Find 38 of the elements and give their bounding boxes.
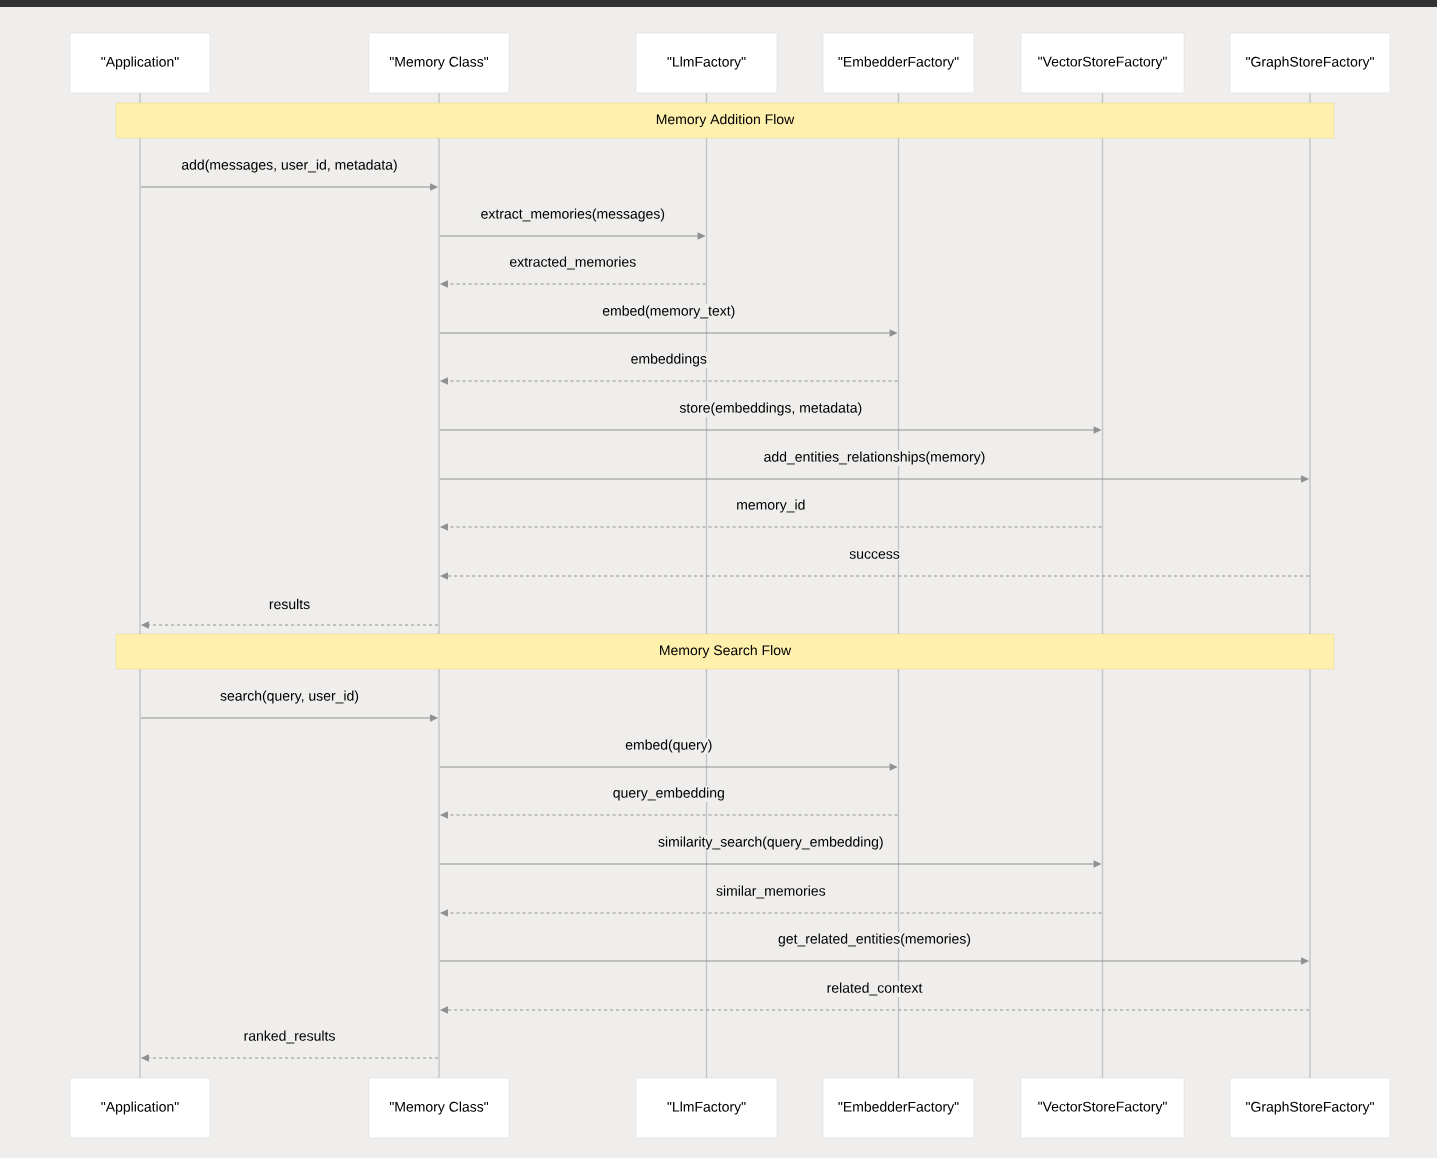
edge-label: results [267,597,312,611]
participant-box: "VectorStoreFactory" [1020,1077,1185,1139]
message-arrow [439,426,1101,434]
message-arrow [439,232,705,240]
message-arrow [439,475,1309,483]
participant-box: "EmbedderFactory" [822,1077,975,1139]
edge-label: extracted_memories [507,255,638,271]
participant-box: "GraphStoreFactory" [1229,32,1391,94]
message-arrow [439,329,897,337]
message-arrow [440,280,707,288]
participant-box: "Application" [69,1077,211,1139]
participant-box: "EmbedderFactory" [822,32,975,94]
edge-label: success [847,549,902,561]
edge-label: related_context [825,981,924,997]
message-arrow [440,909,1103,917]
edge-label: similar_memories [714,884,828,900]
participant-box: "Memory Class" [368,32,510,94]
message-arrow [141,621,439,629]
message-arrow [439,763,897,771]
edge-label: ranked_results [242,1029,337,1045]
participant-box: "GraphStoreFactory" [1229,1077,1391,1139]
note-band: Memory Addition Flow [115,102,1335,139]
participant-box: "LlmFactory" [635,1077,778,1139]
participant-box: "Memory Class" [368,1077,510,1139]
message-arrow [140,183,438,191]
participant-box: "LlmFactory" [635,32,778,94]
participant-box: "Application" [69,32,211,94]
message-arrow [440,377,899,385]
message-arrow [141,1054,439,1062]
participant-box: "VectorStoreFactory" [1020,32,1185,94]
message-arrow [439,860,1101,868]
message-arrow [440,572,1310,580]
message-arrow [440,523,1103,531]
note-band: Memory Search Flow [115,633,1335,670]
message-arrow [440,1006,1310,1014]
message-arrow [440,811,899,819]
message-arrow [439,957,1309,965]
message-arrow [140,714,438,722]
